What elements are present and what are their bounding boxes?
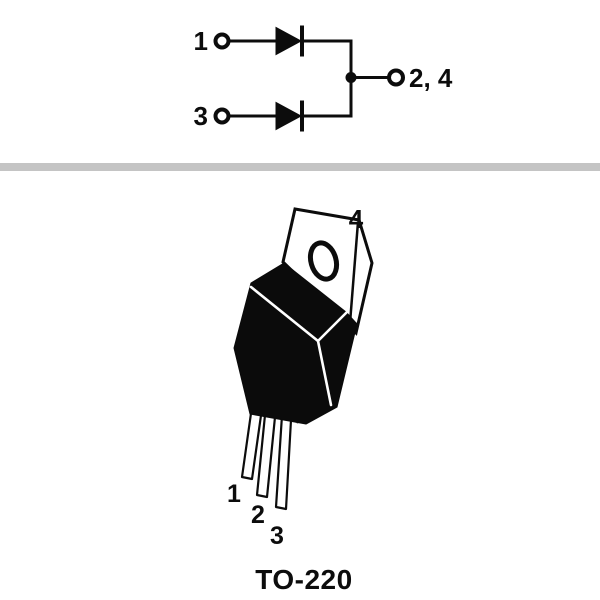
diode-3-icon [275, 100, 304, 132]
section-divider [0, 163, 600, 171]
diode-schematic: 1 3 2, 4 [194, 25, 453, 132]
diode-1-icon [275, 25, 304, 57]
pin-1-label: 1 [194, 26, 208, 56]
tab-side-edge [348, 221, 360, 324]
pin-3-terminal [213, 107, 231, 125]
pin-1-terminal [213, 32, 231, 50]
pin-3-label: 3 [194, 101, 208, 131]
body-ridge-top [249, 285, 320, 343]
body-ridge-right-top [316, 310, 349, 343]
common-terminal [387, 68, 405, 87]
mounting-hole [307, 240, 340, 282]
package-caption: TO-220 [255, 564, 352, 595]
body-ridge-right [316, 339, 333, 407]
common-label: 2, 4 [409, 63, 453, 93]
lead-1-label: 1 [227, 480, 241, 508]
to220-package-drawing: 4 1 2 3 TO-220 [227, 204, 374, 595]
lead-3-label: 3 [270, 522, 284, 550]
tab-pin-label: 4 [349, 204, 364, 234]
lead-2-label: 2 [251, 501, 265, 529]
